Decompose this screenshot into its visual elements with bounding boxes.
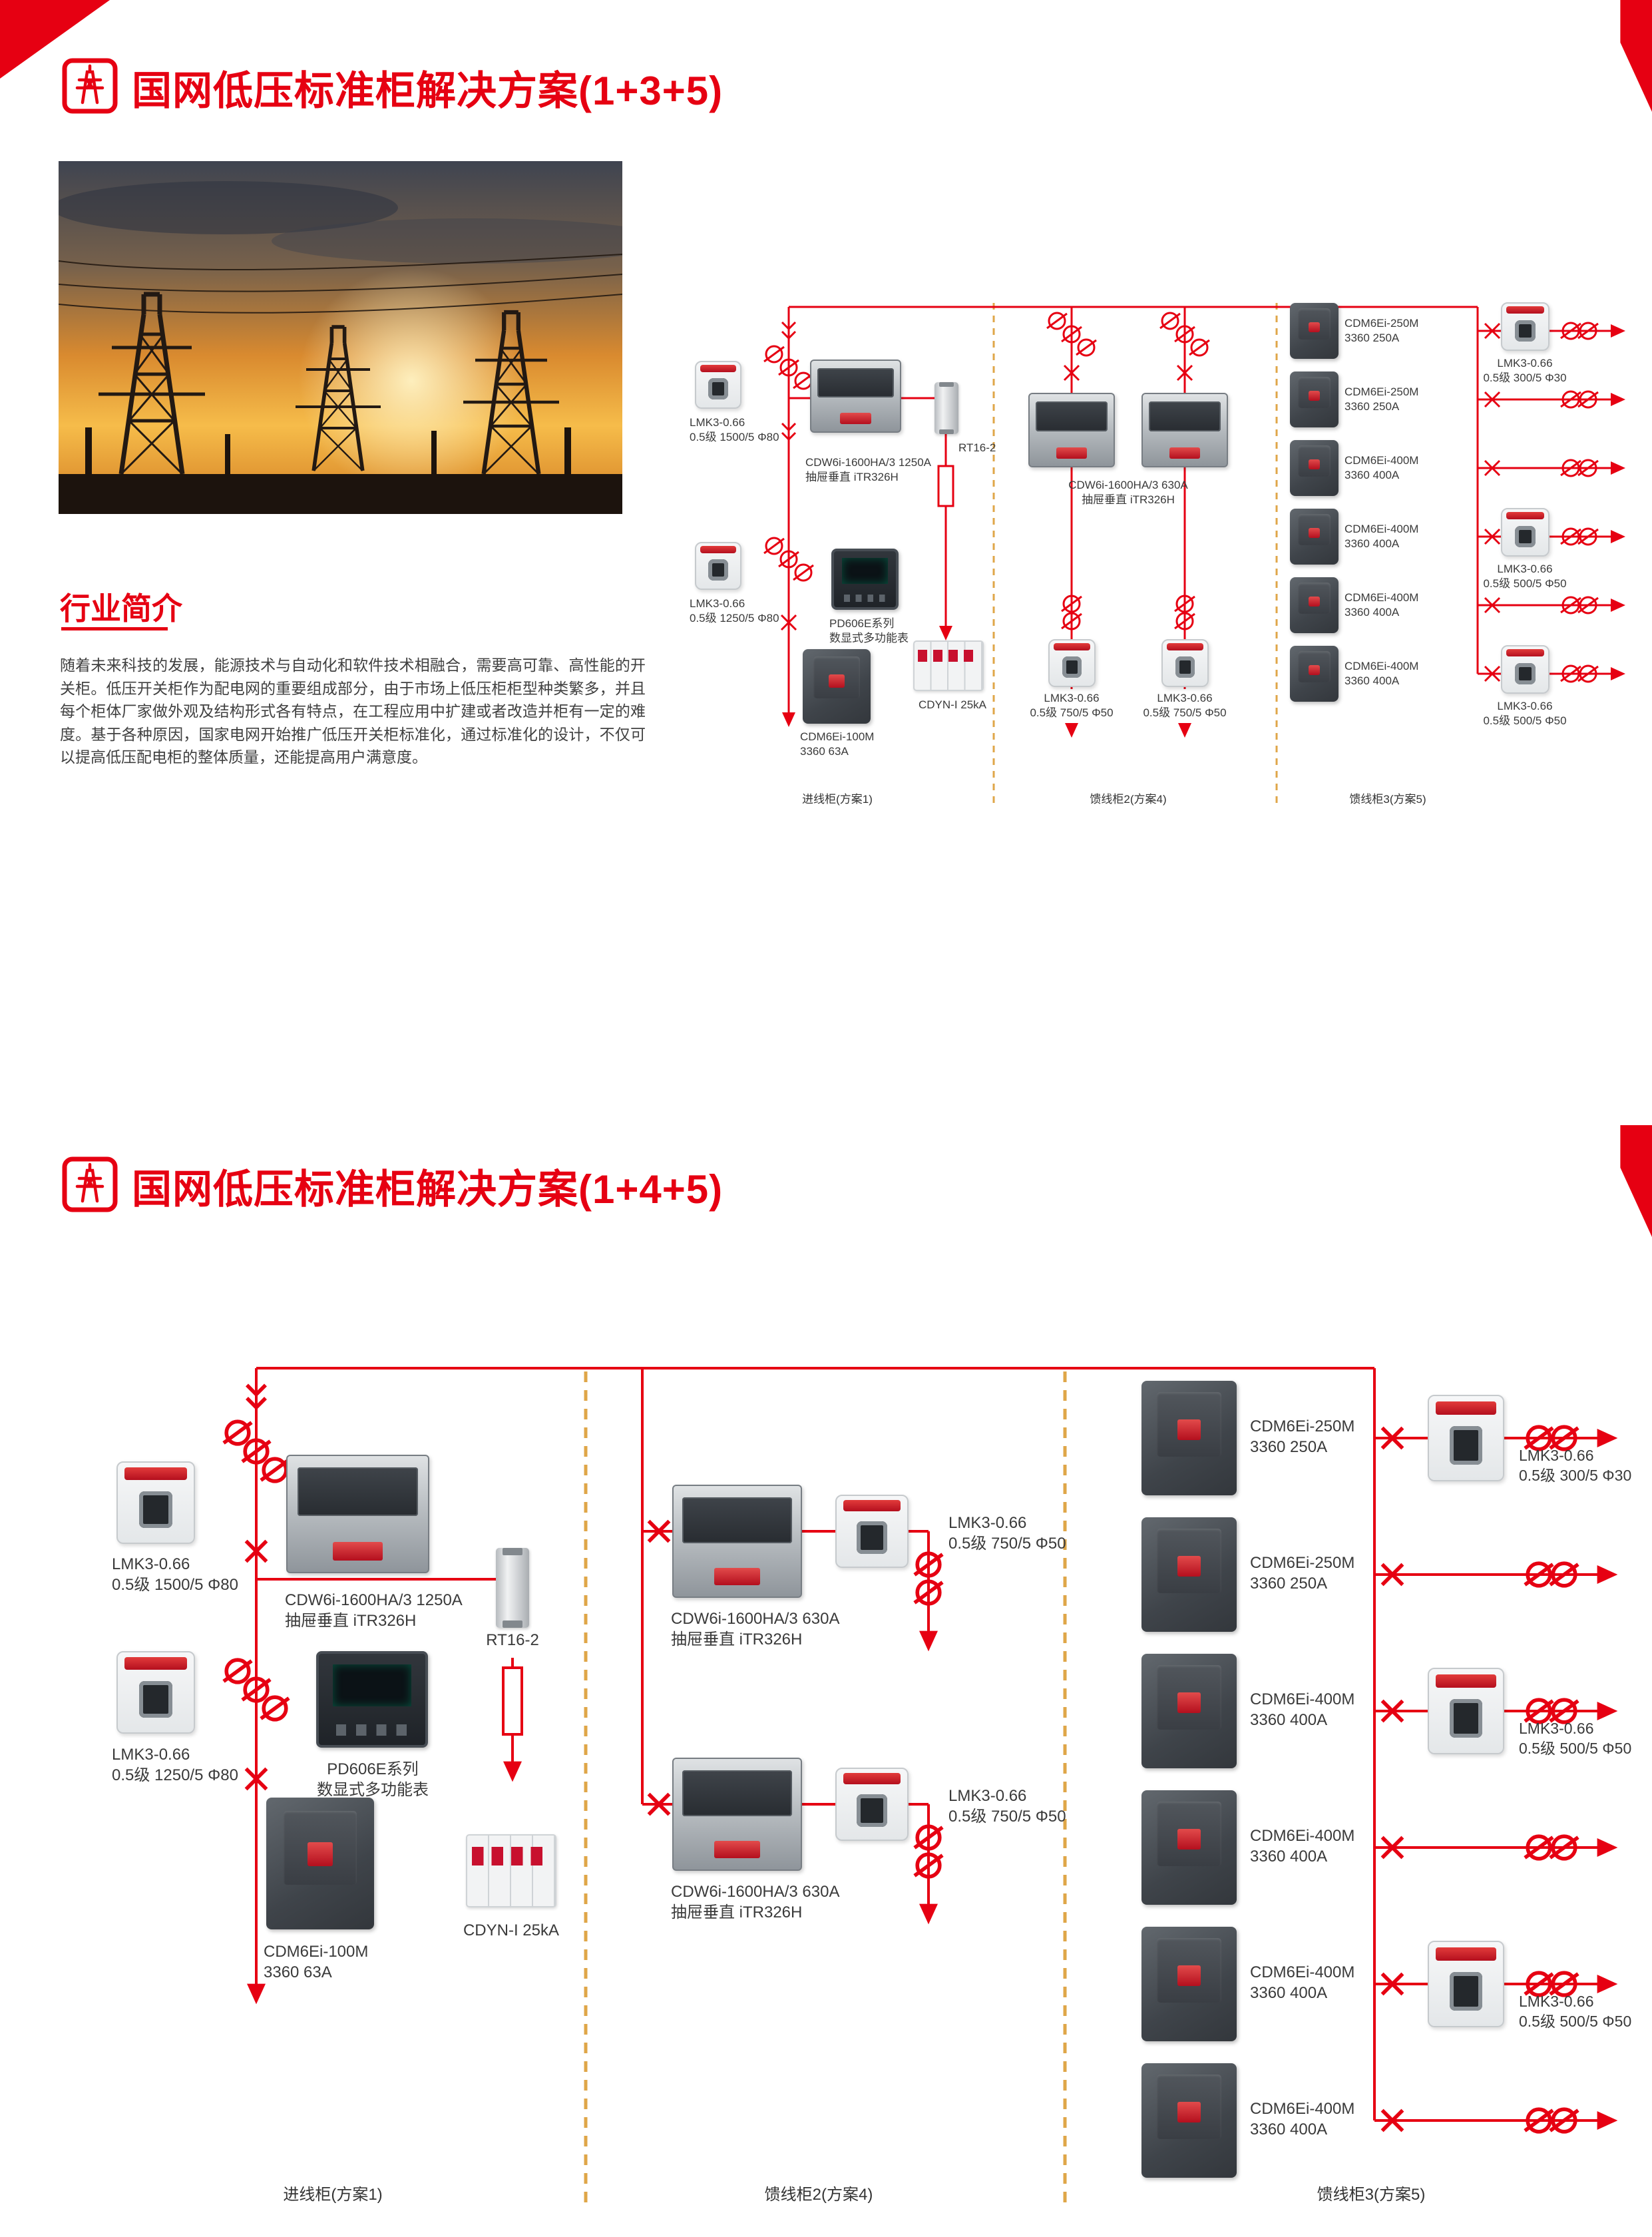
component-label: CDM6Ei-400M 3360 400A (1250, 1690, 1355, 1730)
component-label: LMK3-0.66 0.5级 1500/5 Φ80 (690, 416, 779, 443)
mccb-image (1290, 372, 1339, 427)
ct-image (116, 1461, 195, 1544)
component-label: CDM6Ei-400M 3360 400A (1344, 591, 1419, 619)
cabinet-label: 馈线柜2(方案4) (1090, 793, 1167, 806)
component-label: LMK3-0.66 0.5级 750/5 Φ50 (1030, 692, 1114, 719)
meter-image (831, 549, 899, 610)
component-label: RT16-2 (958, 441, 996, 454)
ct-image (1048, 639, 1096, 687)
component-label: LMK3-0.66 0.5级 500/5 Φ50 (1519, 1993, 1632, 2030)
spd-image (913, 640, 984, 691)
cabinet-label: 馈线柜3(方案5) (1349, 793, 1426, 806)
mccb-image (1290, 577, 1339, 633)
ct-image (835, 1768, 909, 1841)
ct-image (835, 1495, 909, 1568)
component-label: CDM6Ei-250M 3360 250A (1344, 385, 1419, 413)
acb-image (1141, 393, 1228, 467)
component-label: CDW6i-1600HA/3 630A 抽屉垂直 iTR326H (671, 1883, 840, 1922)
component-label: CDM6Ei-250M 3360 250A (1250, 1417, 1355, 1457)
spd-image (466, 1834, 556, 1907)
ct-image (1501, 645, 1549, 694)
page1-title: 国网低压标准柜解决方案(1+3+5) (132, 69, 723, 113)
component-label: LMK3-0.66 0.5级 1500/5 Φ80 (112, 1555, 238, 1595)
component-label: PD606E系列 数显式多功能表 (829, 617, 909, 644)
cabinet-label: 进线柜(方案1) (802, 793, 873, 806)
component-label: CDM6Ei-400M 3360 400A (1344, 454, 1419, 481)
component-label: CDW6i-1600HA/3 1250A 抽屉垂直 iTR326H (805, 456, 931, 483)
mccb-image (803, 649, 871, 724)
component-label: LMK3-0.66 0.5级 750/5 Φ50 (1143, 692, 1227, 719)
mccb-image (1141, 1381, 1237, 1495)
cabinet-label: 进线柜(方案1) (283, 2186, 383, 2204)
component-label: CDM6Ei-250M 3360 250A (1344, 317, 1419, 344)
component-label: CDYN-I 25kA (463, 1921, 560, 1939)
grid-tower-icon (61, 57, 118, 118)
component-label: CDM6Ei-100M 3360 63A (264, 1943, 369, 1982)
mccb-image (1290, 646, 1339, 702)
mccb-image (1290, 303, 1339, 359)
component-label: CDW6i-1600HA/3 1250A 抽屉垂直 iTR326H (285, 1591, 463, 1630)
ct-image (1428, 1395, 1504, 1481)
acb-image (672, 1485, 802, 1598)
industry-photo (52, 161, 671, 517)
mccb-image (1141, 1517, 1237, 1632)
component-label: LMK3-0.66 0.5级 300/5 Φ30 (1519, 1447, 1632, 1484)
mccb-image (266, 1798, 374, 1929)
intro-underline (61, 627, 168, 630)
fuse-image (496, 1548, 529, 1628)
component-label: LMK3-0.66 0.5级 1250/5 Φ80 (690, 597, 779, 624)
intro-heading: 行业简介 (60, 591, 182, 626)
ct-image (695, 542, 741, 590)
intro-body: 随着未来科技的发展，能源技术与自动化和软件技术相融合，需要高可靠、高性能的开关柜… (60, 656, 646, 766)
component-label: CDM6Ei-100M 3360 63A (800, 730, 875, 758)
component-label: LMK3-0.66 0.5级 500/5 Φ50 (1519, 1720, 1632, 1757)
page2-title: 国网低压标准柜解决方案(1+4+5) (132, 1167, 723, 1212)
component-label: LMK3-0.66 0.5级 300/5 Φ30 (1483, 357, 1567, 384)
cabinet-label: 馈线柜2(方案4) (764, 2186, 873, 2204)
component-label: PD606E系列 数显式多功能表 (317, 1760, 429, 1800)
acb-image (1028, 393, 1115, 467)
ct-image (1161, 639, 1209, 687)
component-label: LMK3-0.66 0.5级 1250/5 Φ80 (112, 1746, 238, 1785)
component-label: CDM6Ei-400M 3360 400A (1344, 660, 1419, 687)
ct-image (695, 361, 741, 409)
ct-image (116, 1651, 195, 1734)
component-label: CDM6Ei-400M 3360 400A (1250, 1827, 1355, 1866)
mccb-image (1141, 1790, 1237, 1905)
schematic-page2-arrows (247, 1429, 1618, 2130)
meter-image (316, 1651, 428, 1748)
ct-image (1501, 508, 1549, 557)
component-label: CDYN-I 25kA (919, 698, 987, 711)
acb-image (810, 360, 901, 433)
ct-image (1501, 302, 1549, 351)
ct-image (1428, 1668, 1504, 1754)
component-label: LMK3-0.66 0.5级 500/5 Φ50 (1483, 700, 1567, 727)
acb-image (286, 1455, 429, 1573)
mccb-image (1290, 440, 1339, 496)
component-label: LMK3-0.66 0.5级 750/5 Φ50 (948, 1787, 1066, 1826)
acb-image (672, 1758, 802, 1871)
component-label: CDW6i-1600HA/3 630A 抽屉垂直 iTR326H (1068, 479, 1188, 506)
component-label: RT16-2 (486, 1631, 539, 1649)
mccb-image (1141, 1927, 1237, 2041)
component-label: CDM6Ei-400M 3360 400A (1250, 1963, 1355, 2003)
component-label: CDM6Ei-250M 3360 250A (1250, 1554, 1355, 1593)
fuse-image (934, 382, 958, 435)
component-label: CDM6Ei-400M 3360 400A (1250, 2100, 1355, 2139)
page2-header: 国网低压标准柜解决方案(1+4+5) (61, 1156, 723, 1216)
column-separators (584, 303, 1278, 2202)
mccb-image (1141, 1654, 1237, 1768)
ct-image (1428, 1941, 1504, 2027)
component-label: LMK3-0.66 0.5级 500/5 Φ50 (1483, 563, 1567, 590)
mccb-image (1141, 2063, 1237, 2178)
mccb-image (1290, 509, 1339, 565)
component-label: CDM6Ei-400M 3360 400A (1344, 523, 1419, 550)
cabinet-label: 馈线柜3(方案5) (1317, 2186, 1426, 2204)
schematic-page2 (224, 1367, 1604, 2132)
component-label: LMK3-0.66 0.5级 750/5 Φ50 (948, 1514, 1066, 1553)
page1-header: 国网低压标准柜解决方案(1+3+5) (61, 57, 723, 118)
grid-tower-icon (61, 1156, 118, 1216)
component-label: CDW6i-1600HA/3 630A 抽屉垂直 iTR326H (671, 1610, 840, 1649)
